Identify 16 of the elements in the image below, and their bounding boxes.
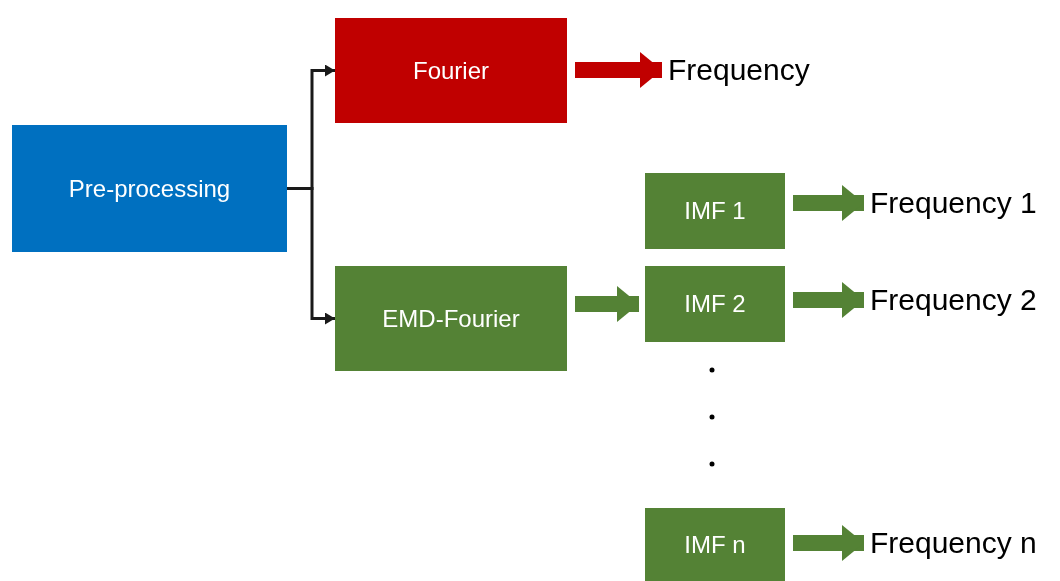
output-label: Frequency: [668, 53, 810, 87]
connector-arrow: [287, 187, 335, 325]
process-box: Pre-processing: [12, 125, 287, 252]
block-arrow: [793, 525, 864, 561]
process-box: IMF 1: [645, 173, 785, 249]
output-label: Frequency n: [870, 526, 1037, 560]
block-arrow: [575, 286, 639, 322]
process-box: Fourier: [335, 18, 567, 123]
process-box: EMD-Fourier: [335, 266, 567, 371]
block-arrow: [793, 185, 864, 221]
block-arrow: [575, 52, 662, 88]
process-box: IMF n: [645, 508, 785, 581]
output-label: Frequency 2: [870, 283, 1037, 317]
output-label: Frequency 1: [870, 186, 1037, 220]
process-box: IMF 2: [645, 266, 785, 342]
block-arrow: [793, 282, 864, 318]
